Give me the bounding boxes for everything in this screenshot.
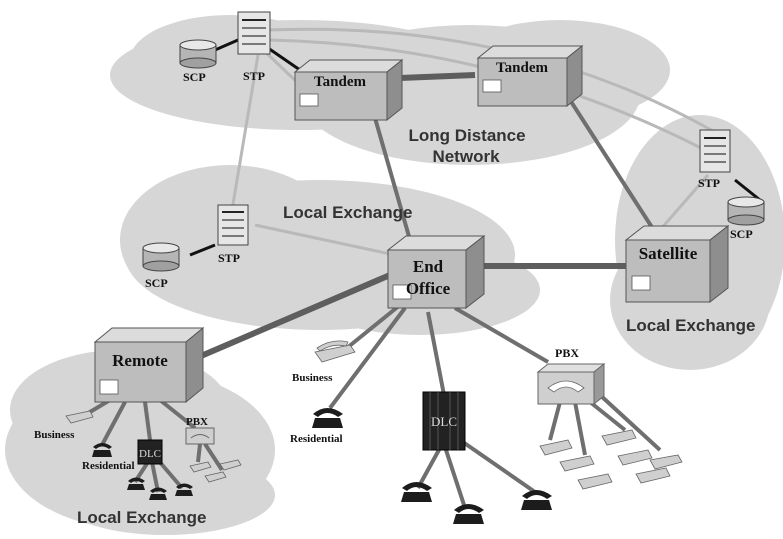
- dlc-phone-2: [453, 504, 484, 524]
- link-stp-tandem: [267, 46, 301, 72]
- scp-database-top[interactable]: [179, 39, 217, 69]
- dlc-cabinet-left[interactable]: DLC: [137, 439, 163, 465]
- dlc-phone-3: [521, 490, 552, 510]
- dlc-center-label: DLC: [431, 414, 457, 429]
- long-distance-label-line2: Network: [432, 147, 500, 166]
- tandem-left-label: Tandem: [314, 74, 366, 90]
- stp-server-mid[interactable]: [217, 204, 249, 246]
- satellite-label: Satellite: [639, 244, 698, 263]
- remote-switch[interactable]: Remote: [93, 326, 205, 404]
- link-tandem-tandem: [399, 72, 476, 81]
- link-endoffice-remote: [185, 272, 392, 365]
- business-phone-left: [65, 410, 94, 424]
- pbx-left[interactable]: [185, 427, 215, 445]
- tandem-switch-right[interactable]: Tandem: [476, 44, 584, 108]
- end-office-label-line1: End: [413, 257, 444, 276]
- long-distance-label-line1: Long Distance: [408, 126, 525, 145]
- pbx-center[interactable]: [536, 362, 606, 406]
- stp-server-right[interactable]: [699, 129, 731, 173]
- tandem-right-label: Tandem: [496, 60, 548, 76]
- dlc-left-phones: [127, 477, 193, 500]
- link-tandem-satellite: [568, 98, 657, 234]
- link-tandem-endoffice: [373, 117, 412, 241]
- end-office-switch[interactable]: End Office: [386, 234, 486, 310]
- stp-top-label: STP: [243, 69, 265, 83]
- scp-database-mid[interactable]: [142, 242, 180, 272]
- business-left-label: Business: [34, 429, 75, 441]
- dlc-phone-1: [401, 482, 432, 502]
- remote-label: Remote: [112, 351, 168, 370]
- local-exchange-center-label: Local Exchange: [283, 203, 412, 222]
- satellite-switch[interactable]: Satellite: [624, 224, 730, 304]
- pbx-phones-center: [539, 429, 683, 490]
- scp-right-label: SCP: [730, 227, 753, 241]
- local-exchange-right-label: Local Exchange: [626, 316, 755, 335]
- stp-right-label: STP: [698, 176, 720, 190]
- residential-center-label: Residential: [290, 433, 343, 445]
- scp-mid-label: SCP: [145, 276, 168, 290]
- stp-server-top[interactable]: [237, 11, 271, 55]
- stp-mid-label: STP: [218, 251, 240, 265]
- dlc-left-label: DLC: [139, 448, 161, 460]
- scp-top-label: SCP: [183, 70, 206, 84]
- pbx-left-phones: [189, 459, 242, 483]
- dlc-cabinet-center[interactable]: DLC: [422, 391, 466, 451]
- residential-phone-left: [92, 443, 112, 457]
- scp-database-right[interactable]: [727, 196, 765, 226]
- business-center-label: Business: [292, 372, 333, 384]
- local-exchange-bottom-label: Local Exchange: [77, 508, 206, 527]
- endoffice-subscriber-lines: [328, 303, 662, 509]
- link-scp-stp-top: [214, 38, 239, 52]
- link-scp-stp-right: [734, 178, 761, 202]
- pbx-center-label: PBX: [555, 346, 579, 360]
- tandem-switch-left[interactable]: Tandem: [293, 58, 404, 122]
- link-scp-stp-mid: [189, 243, 216, 257]
- residential-left-label: Residential: [82, 460, 135, 472]
- business-phone-center: [314, 340, 356, 363]
- pbx-left-label: PBX: [186, 416, 208, 428]
- residential-phone-center: [312, 408, 343, 428]
- end-office-label-line2: Office: [406, 279, 451, 298]
